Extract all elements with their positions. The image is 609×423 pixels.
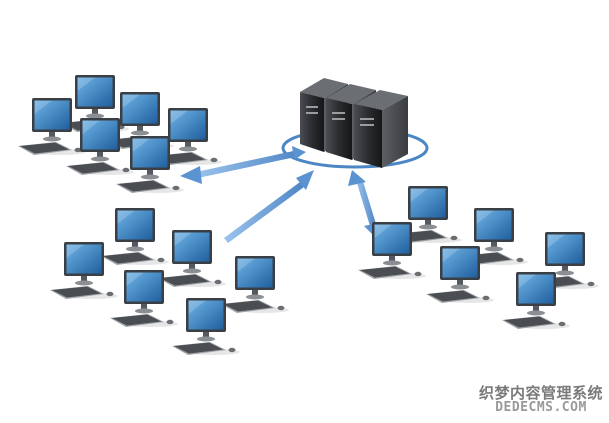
computer-icon bbox=[50, 242, 118, 299]
computer-icon bbox=[358, 222, 426, 279]
server-cluster bbox=[281, 78, 429, 169]
computer-cluster-right bbox=[358, 186, 599, 329]
computer-cluster-bottom-left bbox=[50, 208, 289, 355]
computer-icon bbox=[221, 256, 289, 313]
arrow-icon bbox=[224, 170, 314, 243]
watermark-title: 织梦内容管理系统 bbox=[478, 383, 603, 402]
watermark: 织梦内容管理系统 DEDECMS.COM bbox=[478, 383, 603, 416]
computer-icon bbox=[158, 230, 226, 287]
server-icon bbox=[354, 90, 408, 168]
computer-icon bbox=[101, 208, 169, 265]
watermark-domain: DEDECMS.COM bbox=[495, 400, 587, 416]
arrow-icon bbox=[180, 146, 306, 184]
